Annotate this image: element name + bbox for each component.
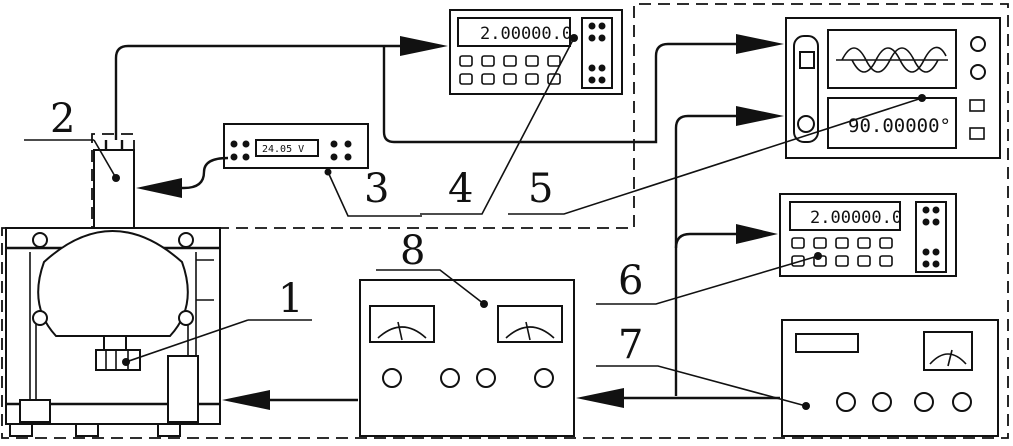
counter-top-reading: 2.00000.0 bbox=[480, 24, 572, 44]
counter-right-reading: 2.00000.0 bbox=[810, 208, 902, 228]
probe-body bbox=[93, 149, 135, 229]
amplifier-panel bbox=[359, 279, 575, 437]
label-4: 4 bbox=[448, 166, 473, 212]
label-1: 1 bbox=[278, 276, 303, 322]
waveform-screen bbox=[827, 29, 957, 89]
voltmeter: 24.05 V bbox=[223, 123, 369, 176]
power-amplifier bbox=[359, 279, 575, 437]
phase-meter: 90.00000° bbox=[785, 17, 1001, 159]
leader-lines bbox=[24, 37, 923, 407]
signal-generator bbox=[781, 319, 999, 437]
label-6: 6 bbox=[618, 258, 643, 304]
label-3: 3 bbox=[364, 166, 389, 212]
rotary-table-assembly bbox=[5, 227, 221, 437]
voltmeter-reading: 24.05 V bbox=[262, 144, 304, 155]
label-7: 7 bbox=[618, 322, 643, 368]
frequency-counter-right: 2.00000.0 bbox=[779, 193, 957, 277]
counter-top-display bbox=[457, 17, 571, 47]
counter-right-display bbox=[789, 201, 901, 231]
label-2: 2 bbox=[50, 96, 75, 142]
voltmeter-display bbox=[255, 139, 319, 157]
sensor-probe bbox=[93, 140, 135, 229]
sine-wave-b bbox=[851, 46, 947, 73]
connections bbox=[114, 34, 784, 410]
dashed-enclosure-upper bbox=[25, 3, 1009, 439]
sine-wave-a bbox=[841, 47, 939, 73]
amplifier-meter-right bbox=[497, 305, 563, 343]
label-5: 5 bbox=[528, 166, 553, 212]
label-8: 8 bbox=[400, 228, 425, 274]
spherical-housing bbox=[37, 230, 189, 337]
phase-display bbox=[827, 97, 957, 149]
frequency-counter-top: 2.00000.0 bbox=[449, 9, 623, 95]
phase-reading: 90.00000° bbox=[848, 115, 951, 137]
